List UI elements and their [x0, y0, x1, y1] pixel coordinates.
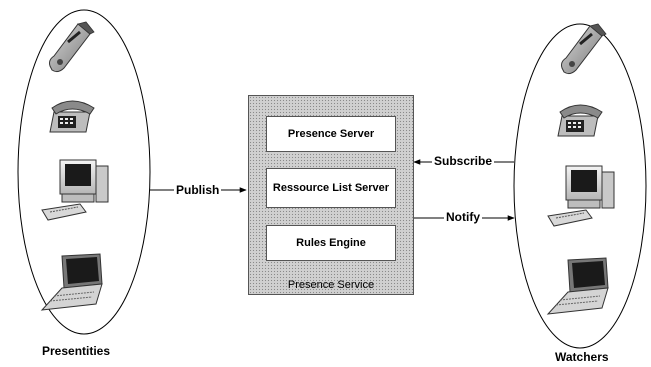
desktop-computer-icon — [41, 159, 109, 221]
desk-phone-icon — [49, 100, 95, 133]
subscribe-label: Subscribe — [432, 154, 495, 168]
presence-service: Presence Server Ressource List Server Ru… — [248, 95, 414, 295]
presence-service-label: Presence Service — [287, 279, 375, 291]
rules-engine-label: Rules Engine — [296, 237, 366, 249]
desktop-computer-icon — [547, 165, 615, 227]
desk-phone-icon — [557, 104, 603, 137]
watchers-label: Watchers — [555, 350, 609, 364]
laptop-icon — [546, 257, 609, 315]
laptop-icon — [40, 253, 103, 311]
resource-list-server-label: Ressource List Server — [272, 182, 390, 194]
notify-label: Notify — [444, 210, 482, 224]
rules-engine-box: Rules Engine — [266, 225, 396, 261]
presentities-group — [17, 9, 151, 335]
watchers-group — [513, 23, 647, 349]
mobile-phone-icon — [561, 23, 607, 75]
mobile-phone-icon — [49, 21, 95, 73]
presence-server-box: Presence Server — [266, 116, 396, 152]
publish-label: Publish — [174, 183, 222, 197]
resource-list-server-box: Ressource List Server — [266, 168, 396, 208]
presentities-label: Presentities — [42, 344, 111, 358]
presence-server-label: Presence Server — [287, 128, 375, 140]
